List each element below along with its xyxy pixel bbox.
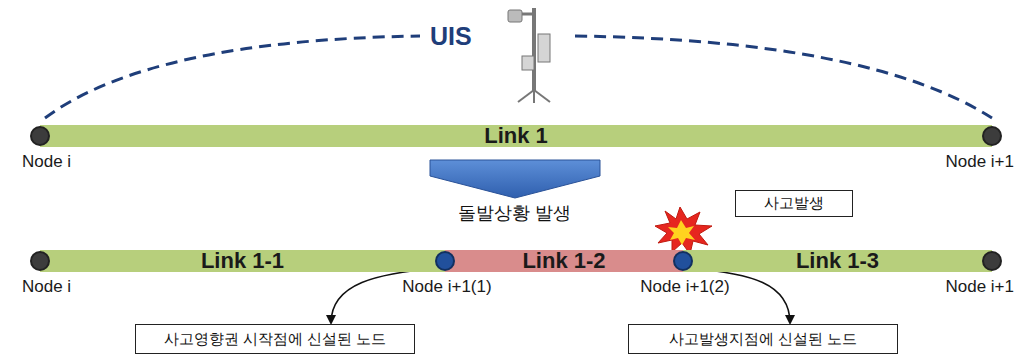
- node-label: Node i+1(2): [640, 277, 729, 297]
- node-circle: Node i: [30, 126, 50, 146]
- link-bar: Link 1-1: [40, 250, 445, 272]
- callout-text: 사고발생: [764, 194, 824, 213]
- accident-burst-core: [668, 220, 695, 245]
- callout-text: 사고영향권 시작점에 신설된 노드: [164, 330, 387, 349]
- callout-box: 사고발생지점에 신설된 노드: [628, 324, 898, 354]
- node-label: Node i: [22, 152, 71, 172]
- callout-box: 사고발생: [735, 190, 853, 217]
- link-bar: Link 1-2: [445, 250, 683, 272]
- transition-arrow: [430, 160, 600, 198]
- event-label: 돌발상황 발생: [458, 201, 571, 225]
- system-label: UIS: [430, 22, 472, 51]
- coverage-arc: [575, 36, 992, 118]
- link-label: Link 1-3: [796, 248, 879, 274]
- node-label: Node i+1(1): [402, 277, 491, 297]
- node-circle: Node i+1: [982, 126, 1002, 146]
- link-label: Link 1-2: [522, 248, 605, 274]
- node-circle: Node i+1: [982, 251, 1002, 271]
- node-label: Node i+1: [945, 277, 1014, 297]
- coverage-arc: [45, 36, 420, 118]
- node-circle: Node i+1(2): [673, 251, 693, 271]
- node-circle: Node i: [30, 251, 50, 271]
- node-label: Node i+1: [945, 152, 1014, 172]
- link-bar: Link 1-3: [683, 250, 992, 272]
- callout-box: 사고영향권 시작점에 신설된 노드: [135, 324, 415, 354]
- link-bar: Link 1: [40, 125, 992, 147]
- camera-pole-icon: [508, 8, 550, 103]
- link-label: Link 1-1: [201, 248, 284, 274]
- callout-text: 사고발생지점에 신설된 노드: [669, 330, 857, 349]
- node-label: Node i: [22, 277, 71, 297]
- node-circle: Node i+1(1): [435, 251, 455, 271]
- accident-burst: [655, 207, 712, 254]
- link-label: Link 1: [484, 123, 548, 149]
